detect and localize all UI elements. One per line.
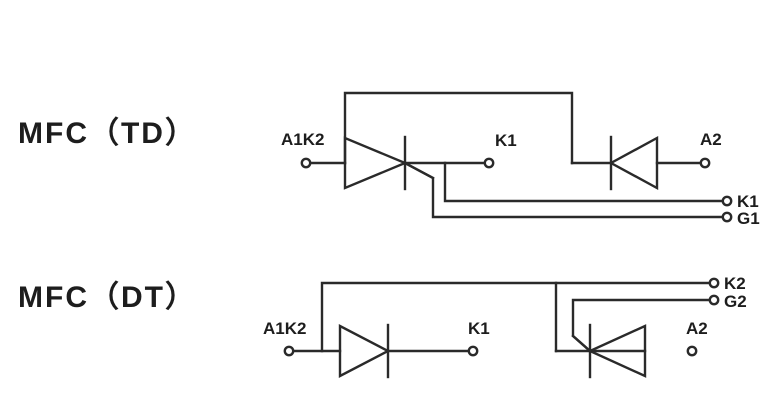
terminal-g1-out[interactable] [721, 211, 733, 223]
terminal-g2-out-label: G2 [724, 292, 747, 311]
terminal-a1k2-label: A1K2 [281, 130, 324, 149]
terminal-k2-out[interactable] [708, 277, 720, 289]
terminal-a1k2[interactable] [300, 157, 312, 169]
terminal-g1-out-label: G1 [737, 209, 760, 228]
thyristor-right-triangle [587, 324, 647, 378]
diode-right [608, 135, 659, 191]
thyristor-left-triangle [343, 136, 409, 190]
wire-cathode-sense-to-k1-out [443, 161, 729, 203]
terminal-a2-label: A2 [686, 319, 708, 338]
terminal-k1-out-label: K1 [737, 192, 759, 211]
terminal-k1-out[interactable] [721, 195, 733, 207]
thyristor-right-gate-lead [571, 334, 592, 353]
terminal-k1-mid[interactable] [483, 157, 495, 169]
terminal-a2[interactable] [686, 345, 698, 357]
wire-top-bus [320, 281, 558, 353]
terminal-g2-out[interactable] [708, 294, 720, 306]
thyristor-left-gate-lead [403, 161, 435, 180]
thyristor-left [343, 135, 435, 191]
terminal-a2[interactable] [699, 157, 711, 169]
terminal-k1-mid-label: K1 [495, 131, 517, 150]
terminal-a1k2-label: A1K2 [263, 319, 306, 338]
mfc-dt-circuit-title: MFC（DT） [18, 280, 197, 314]
wire-top-bus [343, 91, 574, 165]
terminal-k2-out-label: K2 [724, 274, 746, 293]
diode-left-triangle [338, 324, 391, 378]
diode-right-triangle [608, 135, 659, 191]
mfc-td-circuit-title: MFC（TD） [18, 116, 197, 150]
terminal-a2-label: A2 [700, 130, 722, 149]
terminal-k1[interactable] [467, 345, 479, 357]
thyristor-right [571, 323, 647, 379]
terminal-k1-label: K1 [468, 319, 490, 338]
terminal-a1k2[interactable] [283, 345, 295, 357]
diode-left [338, 323, 391, 379]
